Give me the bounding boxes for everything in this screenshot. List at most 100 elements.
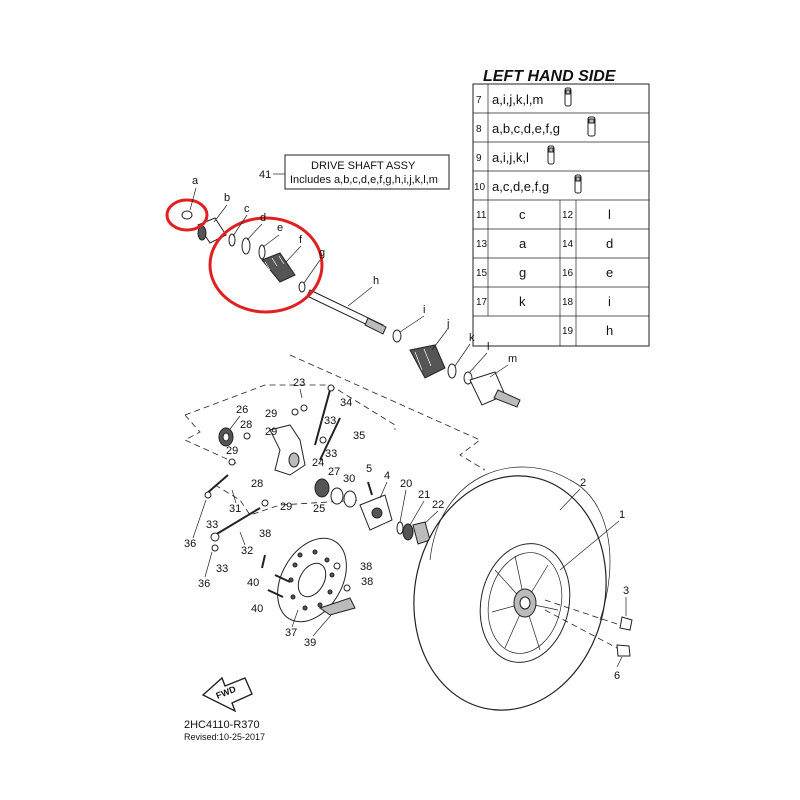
label-5: 5 [366, 463, 372, 475]
label-d: d [260, 212, 266, 224]
highlight-circle-a [165, 198, 209, 232]
label-38: 38 [259, 528, 271, 540]
row-no: 9 [476, 153, 482, 164]
part-i [392, 329, 402, 343]
part-6 [616, 644, 631, 657]
label-39: 39 [304, 637, 316, 649]
part-c [228, 233, 236, 247]
boot-icon [564, 87, 572, 107]
label-3: 3 [623, 585, 629, 597]
label-c: c [244, 203, 250, 215]
boot-icon [547, 145, 555, 165]
suspension-parts [204, 384, 431, 623]
label-29: 29 [226, 445, 238, 457]
pair-no: 12 [562, 210, 574, 221]
label-28: 28 [240, 419, 252, 431]
assy-includes: Includes a,b,c,d,e,f,g,h,i,j,k,l,m [290, 174, 438, 186]
pair-value: l [608, 207, 611, 222]
label-28: 28 [251, 478, 263, 490]
label-33: 33 [216, 563, 228, 575]
label-21: 21 [418, 489, 430, 501]
label-29: 29 [265, 408, 277, 420]
label-36: 36 [184, 538, 196, 550]
label-i: i [423, 304, 425, 316]
label-20: 20 [400, 478, 412, 490]
label-k: k [469, 332, 475, 344]
pair-value: i [608, 294, 611, 309]
part-f [261, 252, 296, 283]
label-35: 35 [353, 430, 365, 442]
row-no: 10 [474, 182, 486, 193]
part-a [181, 210, 193, 220]
label-25: 25 [313, 503, 325, 515]
label-g: g [319, 247, 325, 259]
label-37: 37 [285, 627, 297, 639]
letter-callouts: a b c d e f g h i j k l m [189, 175, 517, 378]
label-23: 23 [293, 377, 305, 389]
revision-date: Revised:10-25-2017 [184, 732, 265, 742]
diagram-footer: 2HC4110-R370 Revised:10-25-2017 [184, 719, 265, 742]
label-6: 6 [614, 670, 620, 682]
part-k [447, 363, 457, 379]
pair-no: 18 [562, 297, 574, 308]
label-27: 27 [328, 466, 340, 478]
label-l: l [487, 341, 489, 353]
drive-shaft-assy-callout: 41 DRIVE SHAFT ASSY Includes a,b,c,d,e,f… [259, 154, 450, 190]
assy-no: 41 [259, 169, 271, 181]
pair-no: 11 [476, 210, 487, 221]
label-32: 32 [241, 545, 253, 557]
row-text: a,b,c,d,e,f,g [492, 121, 560, 136]
label-a: a [192, 175, 199, 187]
row-text: a,i,j,k,l,m [492, 92, 543, 107]
label-31: 31 [229, 503, 241, 515]
highlight-marks [165, 198, 324, 314]
label-33: 33 [325, 448, 337, 460]
label-b: b [224, 192, 230, 204]
part-e [258, 244, 266, 260]
label-30: 30 [343, 473, 355, 485]
assy-title: DRIVE SHAFT ASSY [311, 160, 416, 172]
pair-value: k [519, 294, 526, 309]
pair-value: d [606, 236, 613, 251]
boot-icon [587, 116, 596, 137]
label-2: 2 [580, 477, 586, 489]
row-no: 8 [476, 124, 482, 135]
label-f: f [299, 234, 303, 246]
fwd-arrow-icon: FWD [201, 676, 253, 713]
part-g [298, 281, 306, 293]
table-title: LEFT HAND SIDE [483, 68, 617, 85]
drive-shaft-parts [181, 210, 521, 408]
label-1: 1 [619, 509, 625, 521]
part-j [409, 344, 446, 379]
label-22: 22 [432, 499, 444, 511]
pair-no: 14 [562, 239, 574, 250]
part-39 [318, 597, 356, 616]
label-24: 24 [312, 457, 324, 469]
highlight-circle-d-g [208, 216, 324, 314]
label-j: j [446, 318, 449, 330]
part-3 [619, 616, 633, 631]
label-33: 33 [324, 415, 336, 427]
label-40: 40 [247, 577, 259, 589]
label-26: 26 [236, 404, 248, 416]
row-text: a,c,d,e,f,g [492, 179, 549, 194]
boot-icon [574, 174, 582, 194]
label-40: 40 [251, 603, 263, 615]
part-b [197, 217, 227, 244]
pair-value: h [606, 323, 613, 338]
row-no: 7 [476, 95, 482, 106]
part-d [241, 237, 251, 255]
label-h: h [373, 275, 379, 287]
diagram-code: 2HC4110-R370 [184, 719, 260, 731]
pair-no: 13 [476, 239, 488, 250]
label-4: 4 [384, 470, 390, 482]
number-callouts: 1 2 3 4 5 6 20 21 22 23 24 25 26 27 28 2… [184, 377, 629, 682]
pair-no: 16 [562, 268, 574, 279]
label-33: 33 [206, 519, 218, 531]
pair-value: e [606, 265, 613, 280]
pair-no: 17 [476, 297, 488, 308]
label-m: m [508, 353, 517, 365]
row-text: a,i,j,k,l [492, 150, 529, 165]
label-38: 38 [361, 576, 373, 588]
